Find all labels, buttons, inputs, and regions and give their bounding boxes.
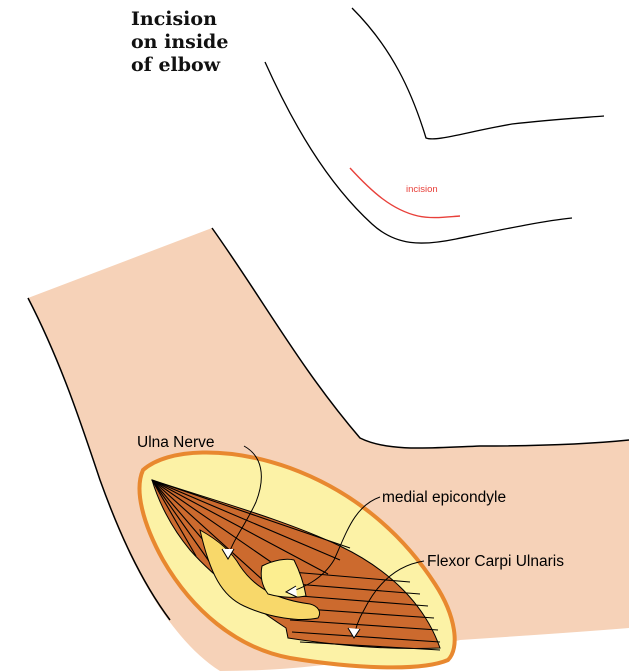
ulna-nerve-label: Ulna Nerve <box>137 434 215 451</box>
sketch-upper-outline <box>352 8 604 139</box>
incision-line <box>350 168 460 218</box>
incision-label: incision <box>406 184 438 195</box>
elbow-sketch <box>265 8 604 243</box>
flexor-carpi-ulnaris-label: Flexor Carpi Ulnaris <box>427 553 564 570</box>
medial-epicondyle-label: medial epicondyle <box>382 489 506 506</box>
